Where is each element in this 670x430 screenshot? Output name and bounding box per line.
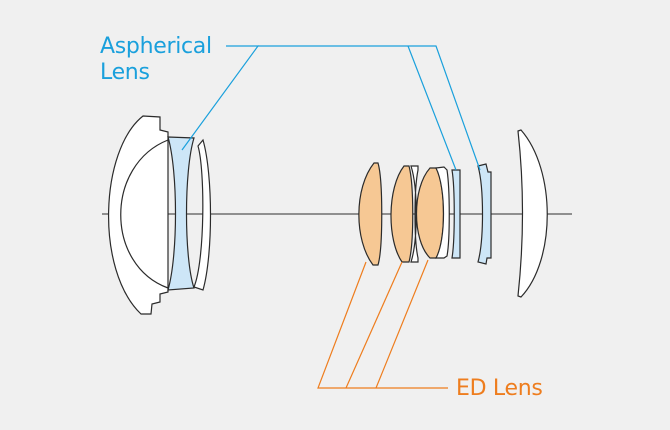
rear-element bbox=[517, 129, 548, 298]
ed-lens-3 bbox=[416, 167, 445, 259]
aspherical-lens-label: Aspherical Lens bbox=[100, 34, 212, 86]
aspherical-lens-rear-1 bbox=[451, 169, 461, 259]
front-meniscus-element bbox=[108, 115, 169, 315]
aspherical-leader-lines bbox=[181, 45, 481, 171]
rear-group-meniscus bbox=[434, 166, 450, 259]
ed-leader-lines bbox=[317, 259, 448, 389]
aspherical-label-line2: Lens bbox=[100, 60, 150, 85]
aspherical-lens-front bbox=[167, 136, 195, 291]
aspherical-lens-rear-2 bbox=[477, 163, 492, 265]
ed-lens-1 bbox=[358, 162, 383, 266]
aspherical-label-line1: Aspherical bbox=[100, 34, 212, 59]
ed-lens-2 bbox=[390, 165, 414, 263]
ed-lens-label: ED Lens bbox=[456, 376, 543, 401]
front-meniscus-inner-surface bbox=[120, 139, 169, 289]
front-group-meniscus-2 bbox=[193, 138, 212, 291]
rear-group-doublet-element bbox=[410, 165, 419, 263]
